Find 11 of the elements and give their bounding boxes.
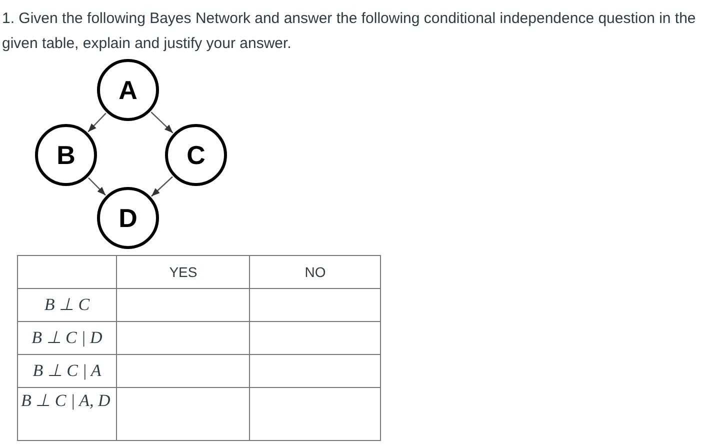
row-header-cell: B ⊥ C | D: [18, 322, 116, 354]
row-header-cell: B ⊥ C | A, D: [18, 388, 116, 440]
row-header-cell: B ⊥ C: [18, 288, 116, 322]
header-cell: NO: [250, 256, 380, 288]
question-text: 1. Given the following Bayes Network and answer the following conditional independence question in the given table, explain and justify your answer.: [2, 9, 697, 54]
arrow: [150, 112, 174, 134]
arrow: [88, 112, 106, 132]
header-cell: YES: [116, 256, 250, 288]
row-header-cell: B ⊥ C | A: [18, 354, 116, 388]
arrow: [151, 176, 173, 197]
arrow: [88, 177, 106, 196]
